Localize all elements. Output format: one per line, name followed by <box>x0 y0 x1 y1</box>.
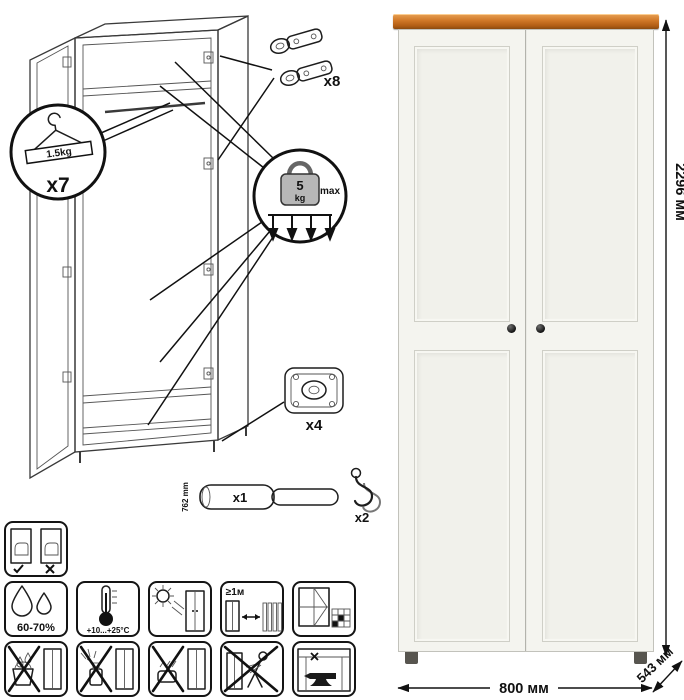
min-distance-label: ≥1м <box>226 587 244 598</box>
right-door-knob <box>536 324 545 333</box>
right-door-lower-panel <box>542 350 638 642</box>
care-ventilation-icon <box>292 581 356 637</box>
wardrobe-front-left-foot <box>405 652 418 664</box>
care-humidity-icon: 60-70% <box>4 581 68 637</box>
wardrobe-left-door <box>399 30 526 651</box>
hook-count-label: x2 <box>355 510 369 525</box>
right-door-upper-panel <box>542 46 638 322</box>
hook-hardware-icon: x2 <box>350 467 382 525</box>
depth-dimension-line <box>652 660 683 693</box>
max-load-max-label: max <box>320 186 340 197</box>
load-arrows <box>267 215 336 242</box>
hinge-count-label: x8 <box>324 73 341 90</box>
no-chemicals-icon <box>76 641 140 697</box>
care-handling-icon <box>4 521 68 577</box>
height-dimension-label: 2296 мм <box>672 163 684 221</box>
wardrobe-body <box>398 29 654 652</box>
hinge-hardware-icon: x8 <box>269 28 341 90</box>
no-heavy-objects-icon <box>292 641 356 697</box>
care-temperature-icon: +10...+25°C <box>76 581 140 637</box>
wardrobe-right-door <box>526 30 653 651</box>
left-door-lower-panel <box>414 350 510 642</box>
rod-length-label: 762 mm <box>181 482 190 512</box>
wardrobe-product-image <box>393 14 659 664</box>
foot-count-label: x4 <box>306 417 323 434</box>
rod-count-label: x1 <box>233 490 247 505</box>
care-sunlight-icon <box>148 581 212 637</box>
no-water-cleaning-icon <box>4 641 68 697</box>
depth-dimension-label: 543 мм <box>634 644 676 686</box>
hanger-count-label: x7 <box>46 174 69 197</box>
max-load-weight-icon: 5 kg max <box>267 161 340 242</box>
left-door-knob <box>507 324 516 333</box>
dimension-annotations: 2296 мм 800 мм 543 мм <box>397 19 684 697</box>
hanging-rod-icon: x1 762 mm <box>181 482 339 512</box>
max-load-unit: kg <box>295 193 306 203</box>
humidity-range-label: 60-70% <box>17 622 55 634</box>
width-dimension-label: 800 мм <box>499 681 549 697</box>
wardrobe-front-right-foot <box>634 652 647 664</box>
wardrobe-top-trim <box>393 14 659 29</box>
hanger-capacity-label: 1.5kg <box>46 146 73 160</box>
no-dragging-icon <box>220 641 284 697</box>
hinge-position-marks <box>62 51 214 383</box>
hanger-icon: 1.5kg x7 <box>24 112 94 197</box>
callout-pointer-lines <box>100 55 285 442</box>
no-abrasive-cleaning-icon <box>148 641 212 697</box>
wardrobe-wireframe-drawing: 1.5kg x7 5 kg max <box>9 14 382 525</box>
left-door-upper-panel <box>414 46 510 322</box>
cabinet-outline <box>74 14 249 463</box>
open-door-outline <box>29 36 76 480</box>
foot-hardware-icon: x4 <box>284 367 344 434</box>
temperature-range-label: +10...+25°C <box>87 626 130 635</box>
care-radiator-distance-icon: ≥1м <box>220 581 284 637</box>
max-load-value: 5 <box>296 178 303 193</box>
